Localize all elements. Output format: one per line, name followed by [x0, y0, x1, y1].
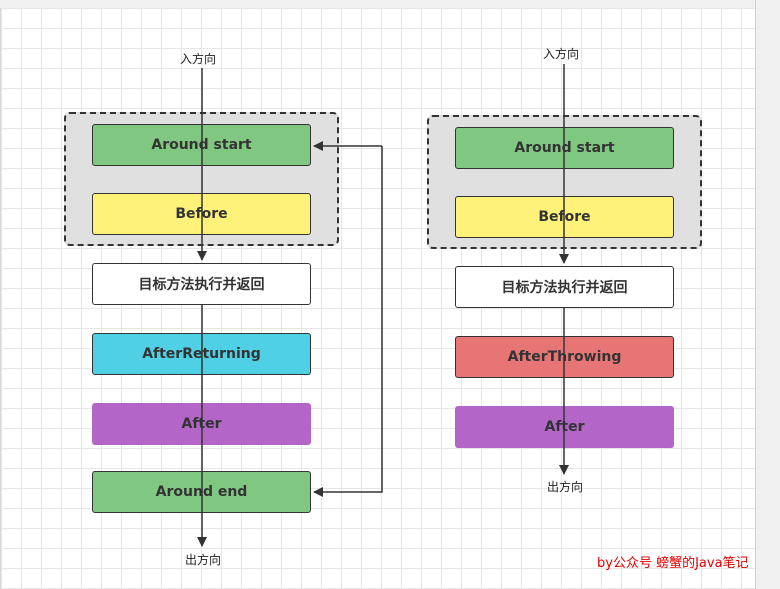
right-target-method-box[interactable]: 目标方法执行并返回: [455, 266, 674, 308]
right-target-method-label: 目标方法执行并返回: [501, 280, 628, 296]
left-out-direction-label: 出方向: [184, 553, 222, 567]
left-around-end-connector: [313, 146, 383, 497]
left-target-method-box[interactable]: 目标方法执行并返回: [92, 263, 311, 305]
left-target-method-label: 目标方法执行并返回: [138, 277, 265, 293]
author-watermark: by公众号 螃蟹的Java笔记: [597, 556, 749, 571]
left-in-direction-label: 入方向: [179, 52, 217, 66]
right-out-direction-label: 出方向: [546, 480, 584, 494]
canvas-scroll-edge: [755, 0, 780, 589]
right-in-direction-label: 入方向: [542, 47, 580, 61]
canvas-top-edge: [0, 0, 780, 8]
